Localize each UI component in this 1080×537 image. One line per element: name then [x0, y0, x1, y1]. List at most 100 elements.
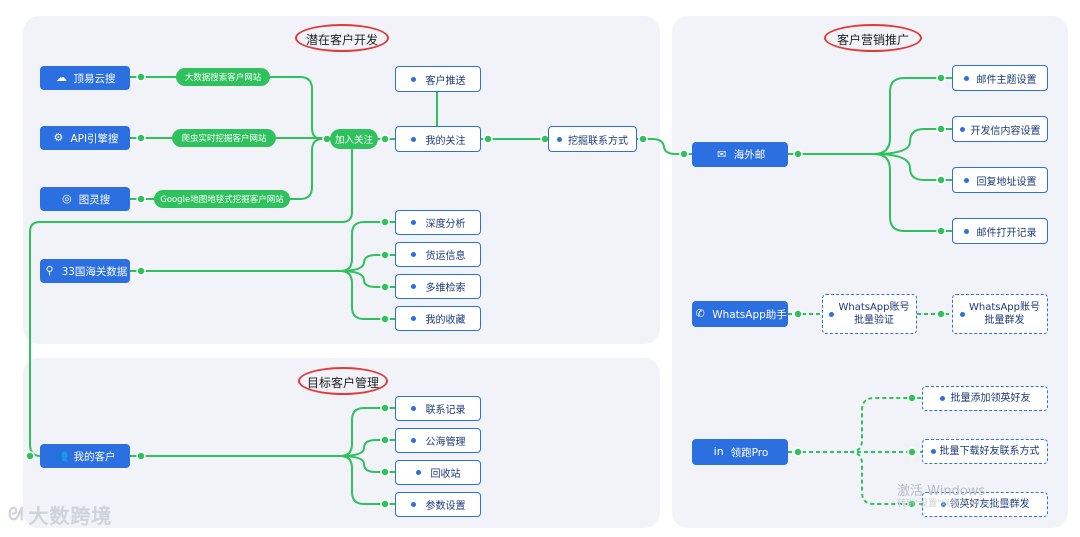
customs-item-multi-search[interactable]: 多维检索 — [395, 274, 481, 299]
search-icon: ⚲ — [45, 264, 54, 277]
bullet-icon — [410, 284, 416, 289]
section-title-marketing: 客户营销推广 — [824, 24, 922, 52]
windows-activation-text: 激活 Windows — [897, 484, 986, 499]
mail-icon: ✉ — [717, 147, 727, 161]
bullet-icon — [410, 406, 416, 411]
brand-watermark: ᘛ 大数跨境 — [8, 500, 112, 529]
whatsapp-assistant-node[interactable]: ✆ WhatsApp助手 — [692, 301, 788, 327]
node-label: 深度分析 — [425, 219, 466, 230]
node-label: WhatsApp账号批量验证 — [838, 301, 909, 327]
map-pin-icon: ◎ — [61, 192, 72, 205]
bullet-icon — [939, 396, 945, 401]
linkedin-icon: in — [713, 445, 724, 458]
customer-item-public-pool[interactable]: 公海管理 — [395, 428, 481, 453]
node-label: 邮件打开记录 — [976, 227, 1037, 239]
node-label: 我的收藏 — [425, 315, 466, 326]
bullet-icon — [410, 136, 416, 142]
whatsapp-batch-mass-send[interactable]: WhatsApp账号批量群发 — [952, 294, 1048, 334]
source-label: 顶易云搜 — [73, 72, 116, 85]
bullet-icon — [410, 252, 416, 257]
source-api-engine-search[interactable]: ⚙ API引擎搜 — [40, 126, 130, 150]
whatsapp-batch-verify[interactable]: WhatsApp账号批量验证 — [822, 294, 917, 334]
node-label: 邮件主题设置 — [976, 74, 1037, 86]
customer-push-node[interactable]: 客户推送 — [395, 66, 481, 92]
section-title-prospect: 潜在客户开发 — [295, 24, 389, 52]
label-line: WhatsApp账号 — [838, 302, 910, 313]
node-label: 领英好友批量群发 — [949, 499, 1030, 510]
overseas-mail-node[interactable]: ✉ 海外邮 — [692, 142, 788, 167]
node-label: 联系记录 — [425, 405, 466, 416]
section-title-target: 目标客户管理 — [298, 367, 388, 395]
bullet-icon — [415, 470, 421, 475]
linkedin-item-add-friends[interactable]: 批量添加领英好友 — [922, 386, 1048, 411]
label-line: 批量验证 — [854, 315, 894, 326]
customer-item-settings[interactable]: 参数设置 — [395, 492, 481, 517]
source-label: API引擎搜 — [70, 132, 119, 145]
bullet-icon — [410, 316, 416, 321]
node-label: 多维检索 — [425, 283, 466, 294]
join-follow-node[interactable]: 加入关注 — [330, 129, 378, 149]
linkedin-item-download-contacts[interactable]: 批量下载好友联系方式 — [922, 439, 1048, 464]
node-label: WhatsApp助手 — [712, 308, 787, 321]
mail-item-subject[interactable]: 邮件主题设置 — [952, 65, 1048, 91]
node-label: 领跑Pro — [730, 446, 769, 459]
node-label: WhatsApp账号批量群发 — [969, 301, 1040, 327]
node-label: 参数设置 — [425, 501, 466, 512]
bullet-icon — [959, 311, 965, 317]
node-label: 货运信息 — [425, 251, 466, 262]
bullet-icon — [940, 502, 946, 507]
customer-item-recycle-bin[interactable]: 回收站 — [395, 460, 481, 485]
whatsapp-icon: ✆ — [695, 307, 705, 320]
mail-item-content[interactable]: 开发信内容设置 — [952, 116, 1048, 142]
windows-activation-subtext: 转到"设置"以激活 Windows。 — [897, 499, 1021, 509]
source-desc-crawler: 爬虫实时挖掘客户网站 — [172, 129, 276, 147]
users-icon: 👥 — [54, 449, 69, 462]
my-follow-node[interactable]: 我的关注 — [395, 126, 481, 152]
api-engine-icon: ⚙ — [53, 131, 64, 144]
bullet-icon — [410, 438, 416, 443]
brand-name: 大数跨境 — [28, 504, 113, 528]
node-label: 回复地址设置 — [976, 176, 1037, 188]
mine-contacts-node[interactable]: 挖掘联系方式 — [548, 126, 637, 152]
mail-item-open-log[interactable]: 邮件打开记录 — [952, 218, 1048, 244]
label-line: 批量群发 — [984, 315, 1025, 326]
linkedin-item-mass-send[interactable]: 领英好友批量群发 — [922, 492, 1048, 517]
bullet-icon — [410, 502, 416, 507]
bullet-icon — [959, 126, 965, 132]
customs-item-deep-analysis[interactable]: 深度分析 — [395, 210, 481, 235]
source-turing-search[interactable]: ◎ 图灵搜 — [40, 187, 130, 211]
customer-item-contact-log[interactable]: 联系记录 — [395, 396, 481, 421]
mail-item-reply-address[interactable]: 回复地址设置 — [952, 167, 1048, 193]
cloud-search-icon: ☁ — [56, 71, 67, 84]
node-label: 我的关注 — [425, 135, 466, 147]
node-label: 客户推送 — [425, 75, 466, 87]
node-label: 回收站 — [430, 469, 461, 480]
bullet-icon — [963, 75, 969, 81]
node-label: 公海管理 — [425, 437, 466, 448]
node-label: 开发信内容设置 — [970, 125, 1041, 137]
customs-item-shipping-info[interactable]: 货运信息 — [395, 242, 481, 267]
customs-data-node[interactable]: ⚲ 33国海关数据 — [40, 259, 130, 283]
source-dingyi-cloud-search[interactable]: ☁ 顶易云搜 — [40, 66, 130, 90]
label-line: WhatsApp账号 — [968, 302, 1041, 313]
my-customers-node[interactable]: 👥 我的客户 — [40, 444, 130, 468]
brand-logo-icon: ᘛ — [8, 504, 25, 525]
node-label: 挖掘联系方式 — [568, 135, 628, 147]
source-desc-big-data: 大数据搜索客户网站 — [176, 68, 270, 86]
source-desc-google-map: Google地图地毯式挖掘客户网站 — [154, 190, 290, 208]
bullet-icon — [557, 136, 562, 142]
bullet-icon — [930, 449, 936, 454]
node-label: 33国海关数据 — [61, 265, 128, 278]
node-label: 海外邮 — [733, 149, 766, 161]
node-label: 批量下载好友联系方式 — [939, 446, 1040, 457]
bullet-icon — [963, 228, 969, 234]
node-label: 批量添加领英好友 — [950, 393, 1031, 404]
bullet-icon — [829, 311, 835, 317]
lingpao-pro-node[interactable]: in 领跑Pro — [692, 439, 788, 465]
customs-item-favorites[interactable]: 我的收藏 — [395, 306, 481, 331]
source-label: 图灵搜 — [78, 193, 111, 206]
bullet-icon — [963, 177, 969, 183]
node-label: 我的客户 — [73, 450, 116, 463]
bullet-icon — [410, 76, 416, 82]
